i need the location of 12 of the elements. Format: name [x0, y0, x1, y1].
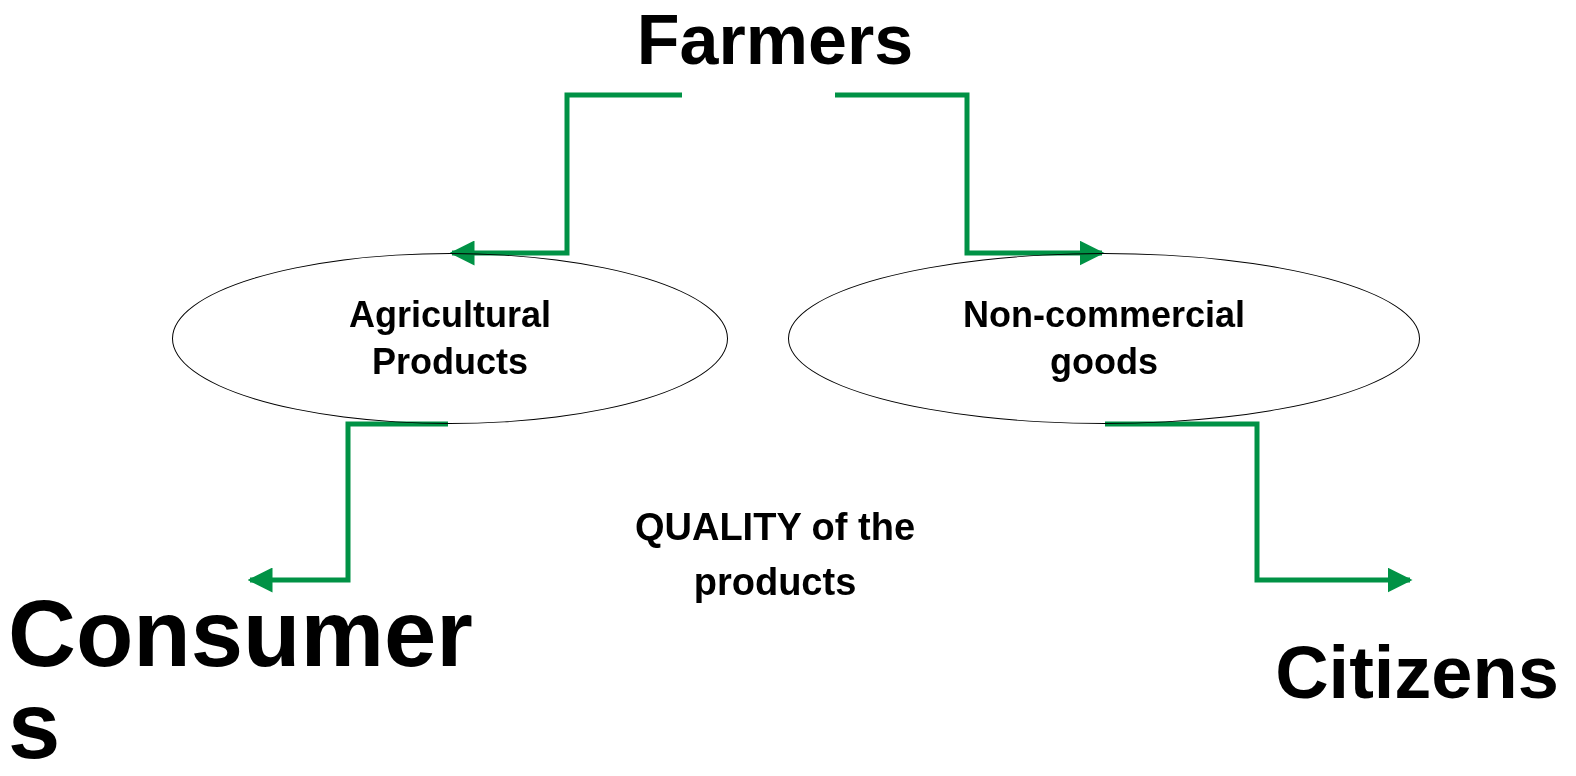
node-label: Consumers [8, 588, 474, 772]
node-text: Agricultural Products [348, 292, 552, 384]
arrow [449, 92, 682, 266]
ellipse-node [788, 253, 1420, 424]
node-label: Farmers [635, 0, 915, 81]
ellipse-node [172, 253, 728, 424]
arrow [247, 421, 448, 593]
caption-text: QUALITY of the products [633, 505, 917, 606]
arrow [1105, 421, 1413, 593]
node-label: Citizens [1274, 630, 1560, 716]
arrow [835, 92, 1105, 266]
node-text: Non-commercial goods [961, 292, 1247, 384]
